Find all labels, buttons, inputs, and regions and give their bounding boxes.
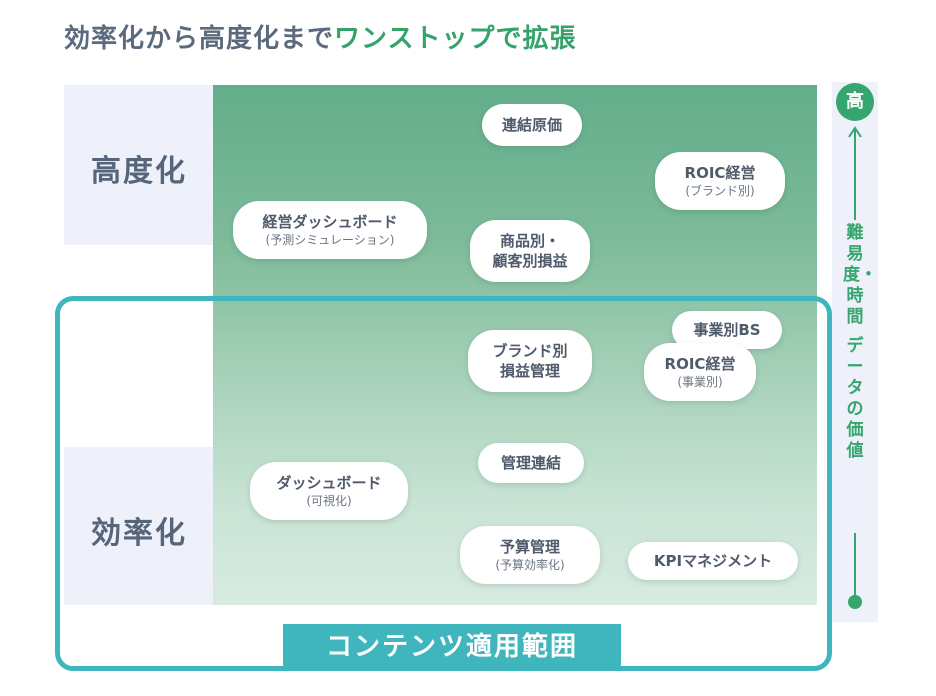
item-label-line-2: 顧客別損益 xyxy=(492,252,568,270)
level-label-efficiency: 効率化 xyxy=(91,516,187,551)
item-sublabel: (予測シミュレーション) xyxy=(265,232,395,247)
item-label: ダッシュボード xyxy=(276,473,382,492)
item-brand-soneki: ブランド別 損益管理 xyxy=(468,330,592,392)
axis-line-lower xyxy=(854,533,856,597)
item-label: ROIC経営 xyxy=(684,163,756,182)
item-label-line-1: 商品別・ xyxy=(499,232,560,250)
item-renketsu-genka: 連結原価 xyxy=(482,104,582,146)
arrow-up-icon xyxy=(848,126,862,138)
item-sublabel: (予算効率化) xyxy=(495,557,565,572)
item-keiei-dashboard: 経営ダッシュボード (予測シミュレーション) xyxy=(233,201,427,259)
content-scope-frame xyxy=(55,296,832,671)
item-shohin-kokyaku: 商品別・ 顧客別損益 xyxy=(470,220,590,282)
item-label-line-1: ブランド別 xyxy=(492,342,568,360)
page-title: 効率化から高度化までワンストップで拡張 xyxy=(64,18,577,55)
level-band-efficiency xyxy=(64,447,214,605)
item-sublabel: (ブランド別) xyxy=(685,183,755,198)
item-roic-jigyo: ROIC経営 (事業別) xyxy=(644,343,756,401)
item-label: 管理連結 xyxy=(500,454,561,472)
item-label: KPIマネジメント xyxy=(653,552,773,570)
level-label-advanced: 高度化 xyxy=(91,154,187,189)
item-dashboard: ダッシュボード (可視化) xyxy=(250,462,408,520)
item-jigyo-bs: 事業別BS xyxy=(672,311,782,349)
item-yosan-kanri: 予算管理 (予算効率化) xyxy=(460,526,600,584)
title-part-2: ワンストップで拡張 xyxy=(334,24,577,54)
item-roic-brand: ROIC経営 (ブランド別) xyxy=(655,152,785,210)
item-sublabel: (可視化) xyxy=(306,493,352,508)
axis-high-badge: 高 xyxy=(836,83,874,121)
item-label: 連結原価 xyxy=(501,116,562,134)
item-label: 事業別BS xyxy=(693,321,761,339)
axis-label: 難易度・時間 データの価値 xyxy=(843,223,877,462)
item-label: 予算管理 xyxy=(499,537,560,556)
level-band-advanced xyxy=(64,85,214,245)
item-label-line-2: 損益管理 xyxy=(499,362,560,380)
item-label: ROIC経営 xyxy=(664,354,736,373)
axis-end-dot xyxy=(848,595,862,609)
axis-label-line-2: データの価値 xyxy=(846,336,864,461)
item-kanri-renketsu: 管理連結 xyxy=(478,443,584,483)
content-scope-label: コンテンツ適用範囲 xyxy=(283,624,621,670)
title-part-1: 効率化から高度化まで xyxy=(64,24,335,54)
item-kpi-management: KPIマネジメント xyxy=(628,542,798,580)
item-sublabel: (事業別) xyxy=(677,374,723,389)
item-label: 経営ダッシュボード xyxy=(262,212,398,231)
axis-label-line-1: 難易度・時間 xyxy=(843,223,877,327)
axis-line-upper xyxy=(854,130,856,220)
